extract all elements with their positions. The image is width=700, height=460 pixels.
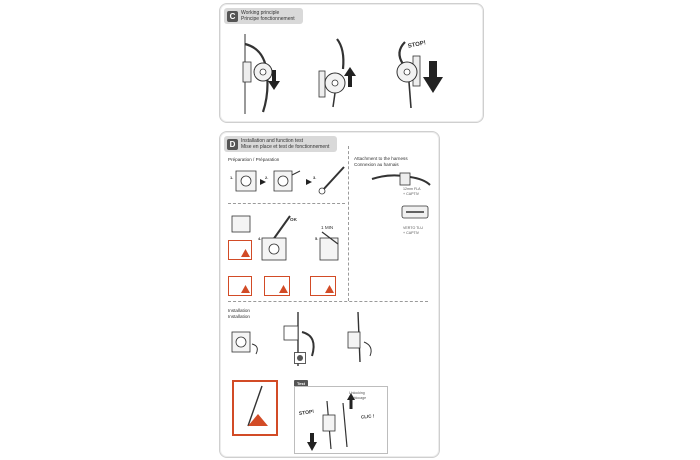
- unlocking-label-fr: Déblocage: [349, 395, 367, 400]
- section-c-title-fr: Principe fonctionnement: [241, 16, 295, 22]
- step-3-label: 3.: [313, 175, 317, 180]
- test-device: [322, 400, 348, 450]
- horizontal-divider-1: [228, 203, 345, 204]
- warning-box-1: [228, 240, 252, 260]
- test-box: Unlocking Déblocage STOP! CLIC !: [294, 386, 388, 454]
- step-5-label: 5.: [315, 236, 319, 241]
- arrow-down-icon: [307, 433, 317, 451]
- installation-step-2: [283, 312, 315, 366]
- arrow-down-icon: [268, 70, 280, 90]
- working-principle-panel: C Working principle Principe fonctionnem…: [219, 3, 484, 123]
- principle-illustration-3: [396, 41, 421, 109]
- warning-box-3: [264, 276, 290, 296]
- arrow-right-icon: [306, 179, 312, 185]
- section-c-header: C Working principle Principe fonctionnem…: [224, 8, 303, 24]
- lanyard-1-label: 12mm FLA: [403, 187, 421, 191]
- arrow-right-icon: [260, 179, 266, 185]
- section-c-badge: C: [227, 10, 238, 22]
- principle-illustration-2: [318, 38, 346, 108]
- warning-device-illustration: [247, 385, 268, 427]
- lanyard-2-sub: + CAPTIV: [403, 230, 420, 235]
- installation-title-fr: Installation: [228, 313, 250, 319]
- harness-attachment-1: [371, 172, 431, 186]
- warning-triangle-icon: [325, 285, 334, 293]
- section-d-header: D Installation and function test Mise en…: [224, 136, 338, 152]
- step-4-device: [231, 215, 291, 261]
- ok-mark: OK: [290, 217, 297, 222]
- warning-box-large: [232, 380, 278, 436]
- unlocking-label-en: Unlocking: [349, 391, 365, 395]
- prep-rope-connector: [318, 166, 345, 195]
- section-c-title-en: Working principle: [241, 10, 280, 16]
- prep-device-1: [235, 170, 257, 192]
- preparation-label: Préparation / Préparation: [228, 157, 280, 162]
- arrow-up-icon: [344, 67, 356, 87]
- horizontal-divider-2: [228, 301, 428, 302]
- warning-box-2: [228, 276, 252, 296]
- warning-triangle-icon: [279, 285, 288, 293]
- time-label: 1 MIN: [321, 225, 334, 230]
- harness-title-fr: Connexion au harnais: [354, 161, 399, 167]
- warning-box-4: [310, 276, 336, 296]
- principle-illustration-1: [242, 34, 273, 114]
- warning-triangle-icon: [241, 249, 250, 257]
- section-d-badge: D: [227, 138, 238, 150]
- test-tag: Test: [294, 380, 308, 387]
- test-stop-label: STOP!: [298, 408, 315, 418]
- installation-step-3: [347, 311, 372, 363]
- installation-step-1: [231, 331, 258, 355]
- arrow-up-icon: [347, 393, 355, 409]
- section-d-title-fr: Mise en place et test de fonctionnement: [241, 144, 330, 150]
- click-label: CLIC !: [360, 413, 375, 420]
- warning-triangle-icon: [241, 285, 250, 293]
- installation-detail: [294, 352, 306, 364]
- prep-device-2: [273, 170, 301, 192]
- section-d-title-en: Installation and function test: [241, 138, 303, 144]
- vertical-divider: [348, 146, 349, 301]
- installation-panel: D Installation and function test Mise en…: [219, 131, 440, 458]
- lanyard-1-sub: + CAPTIV: [403, 191, 420, 196]
- step-5-device: [319, 231, 339, 261]
- lanyard-2-label: VERTO TLU: [403, 226, 423, 230]
- big-arrow-down-icon: [423, 61, 443, 93]
- step-1-label: 1.: [230, 175, 234, 180]
- step-4-label: 4.: [258, 236, 262, 241]
- installation-title-en: Installation: [228, 308, 250, 313]
- harness-attachment-2: [401, 205, 429, 219]
- step-2-label: 2.: [265, 175, 269, 180]
- harness-title-en: Attachment to the harness: [354, 156, 408, 161]
